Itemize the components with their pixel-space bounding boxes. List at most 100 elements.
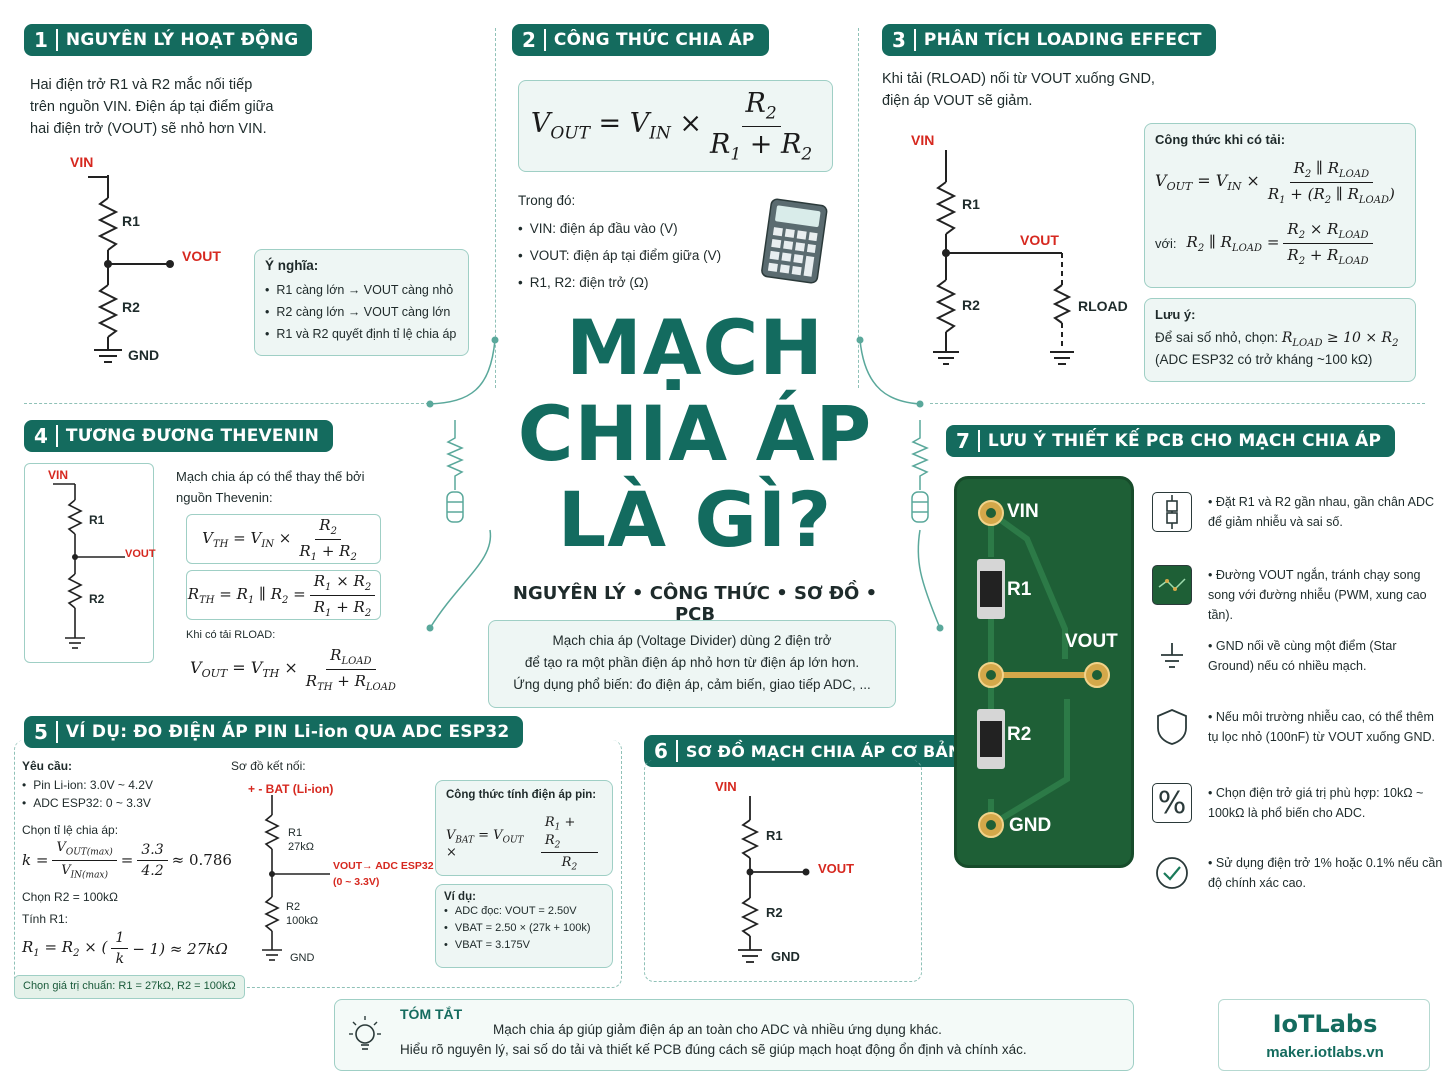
summary-title: TÓM TẮT	[400, 1006, 463, 1022]
brand-logo: IoTLabs	[1272, 1010, 1378, 1038]
tagline: NGUYÊN LÝ • CÔNG THỨC • SƠ ĐỒ • PCB	[512, 583, 878, 625]
vin-label: VIN	[48, 468, 69, 482]
divider	[24, 403, 434, 404]
intro-card: Mạch chia áp (Voltage Divider) dùng 2 đi…	[488, 620, 896, 708]
s6-frame	[644, 760, 922, 982]
resistor-pair-icon	[1152, 492, 1192, 532]
list-item: VBAT = 3.175V	[444, 937, 604, 954]
r2-label: R2	[89, 592, 105, 606]
card-title: Ý nghĩa:	[265, 258, 319, 273]
text-line: Hai điện trở R1 và R2 mắc nối tiếp	[30, 77, 253, 93]
s6-circuit-diagram	[738, 796, 810, 963]
pcb-trace-icon	[1152, 565, 1192, 605]
tip-text: Sử dụng điện trở 1% hoặc 0.1% nếu cần độ…	[1208, 853, 1444, 893]
text-line: điện áp VOUT sẽ giảm.	[882, 93, 1033, 109]
r2-label: R2	[766, 905, 783, 920]
r1-label: R1	[122, 213, 140, 229]
section-number: 1	[34, 29, 58, 51]
tip-text: GND nối về cùng một điểm (Star Ground) n…	[1208, 636, 1444, 676]
vin-label: VIN	[911, 132, 935, 148]
example-card: Ví dụ: ADC đọc: VOUT = 2.50V VBAT = 2.50…	[435, 884, 613, 968]
text-line: trên nguồn VIN. Điện áp tại điểm giữa	[30, 99, 274, 115]
s3-description: Khi tải (RLOAD) nối từ VOUT xuống GND, đ…	[882, 68, 1172, 112]
section-6-header: 6 SƠ ĐỒ MẠCH CHIA ÁP CƠ BẢN	[644, 735, 976, 767]
section-title: VÍ DỤ: ĐO ĐIỆN ÁP PIN Li-ion QUA ADC ESP…	[65, 722, 510, 742]
pcb-tip: Đặt R1 và R2 gần nhau, gần chân ADC để g…	[1152, 492, 1444, 532]
section-number: 6	[654, 740, 678, 762]
note-line: Để sai số nhỏ, chọn: RLOAD ≥ 10 × R2	[1155, 330, 1399, 349]
req-title: Yêu cầu:	[22, 759, 73, 773]
wiring-title: Sơ đồ kết nối:	[231, 759, 306, 773]
section-3-header: 3 PHÂN TÍCH LOADING EFFECT	[882, 24, 1216, 56]
section-title: NGUYÊN LÝ HOẠT ĐỘNG	[65, 30, 299, 50]
text-line: nguồn Thevenin:	[176, 490, 273, 505]
check-icon	[1152, 853, 1192, 893]
title-line: LÀ GÌ?	[557, 475, 833, 564]
vin-label: VIN	[70, 154, 94, 170]
section-number: 2	[522, 29, 546, 51]
pcb-traces	[977, 500, 1110, 838]
card-title: Công thức khi có tải:	[1155, 132, 1286, 147]
note-text: (ADC ESP32 có trở kháng ~100 kΩ)	[1155, 351, 1373, 367]
section-title: CÔNG THỨC CHIA ÁP	[553, 30, 755, 50]
list-item: VIN: điện áp đầu vào (V)	[518, 215, 721, 242]
s1-circuit-diagram	[88, 175, 174, 363]
note-text: Để sai số nhỏ, chọn:	[1155, 330, 1279, 345]
list-item: R1 càng lớn → VOUT càng nhỏ	[265, 279, 458, 301]
card-title: Công thức tính điện áp pin:	[446, 789, 597, 801]
with-label: với:	[1155, 236, 1177, 251]
card-title: Ví dụ:	[444, 891, 476, 903]
list-item: Pin Li-ion: 3.0V ~ 4.2V	[22, 776, 153, 794]
main-title: MẠCH CHIA ÁP LÀ GÌ?	[500, 305, 890, 563]
pcb-tip: Sử dụng điện trở 1% hoặc 0.1% nếu cần độ…	[1152, 853, 1444, 893]
ground-icon	[1152, 636, 1192, 676]
gnd-label: GND	[771, 949, 800, 964]
vout-label: VOUT	[125, 548, 156, 560]
summary-line: Hiểu rõ nguyên lý, sai số do tải và thiế…	[400, 1042, 1027, 1057]
s5-frame	[14, 740, 622, 988]
text-line: hai điện trở (VOUT) sẽ nhỏ hơn VIN.	[30, 121, 267, 137]
standard-values-badge: Chọn giá trị chuẩn: R1 = 27kΩ, R2 = 100k…	[14, 975, 245, 999]
title-line: CHIA ÁP	[517, 389, 873, 478]
s5-wiring-diagram	[262, 795, 330, 961]
pcb-tip: Đường VOUT ngắn, tránh chạy song song vớ…	[1152, 565, 1444, 625]
ratio-title: Chọn tỉ lệ chia áp:	[22, 823, 119, 837]
divider	[858, 28, 859, 388]
section-title: PHÂN TÍCH LOADING EFFECT	[923, 30, 1202, 50]
r2-label: R2	[122, 299, 140, 315]
pcb-tip: % Chọn điện trở giá trị phù hợp: 10kΩ ~ …	[1152, 783, 1444, 823]
list-item: R1 và R2 quyết định tỉ lệ chia áp	[265, 323, 458, 345]
r1-value: R1 27kΩ	[288, 826, 314, 854]
section-7-header: 7 LƯU Ý THIẾT KẾ PCB CHO MẠCH CHIA ÁP	[946, 425, 1396, 457]
s1-meaning-card: Ý nghĩa: R1 càng lớn → VOUT càng nhỏ R2 …	[254, 249, 469, 356]
rload-label: RLOAD	[1078, 298, 1128, 314]
text-line: Mạch chia áp (Voltage Divider) dùng 2 đi…	[552, 633, 832, 648]
adc-range: (0 ~ 3.3V)	[333, 876, 380, 888]
s4-circuit-diagram	[53, 483, 125, 649]
s4-circuit-card	[24, 463, 154, 663]
s1-description: Hai điện trở R1 và R2 mắc nối tiếp trên …	[30, 74, 320, 140]
lightbulb-icon	[349, 1016, 381, 1050]
req-list: Pin Li-ion: 3.0V ~ 4.2V ADC ESP32: 0 ~ 3…	[22, 776, 153, 812]
tip-text: Đặt R1 và R2 gần nhau, gần chân ADC để g…	[1208, 492, 1444, 532]
pcb-r1-label: R1	[1007, 579, 1032, 600]
calc-r1: Tính R1:	[22, 912, 69, 926]
r1-label: R1	[766, 828, 783, 843]
section-number: 5	[34, 721, 58, 743]
section-4-header: 4 TƯƠNG ĐƯƠNG THEVENIN	[24, 420, 334, 452]
tip-text: Chọn điện trở giá trị phù hợp: 10kΩ ~ 10…	[1208, 783, 1444, 823]
pcb-tip: GND nối về cùng một điểm (Star Ground) n…	[1152, 636, 1444, 676]
pcb-vin-label: VIN	[1007, 501, 1039, 522]
section-title: SƠ ĐỒ MẠCH CHIA ÁP CƠ BẢN	[685, 741, 962, 761]
battery-label: + - BAT (Li-ion)	[248, 782, 334, 796]
text-line: để tạo ra một phần điện áp nhỏ hơn từ đi…	[524, 655, 860, 670]
brand-url[interactable]: maker.iotlabs.vn	[1266, 1044, 1384, 1061]
pcb-vout-label: VOUT	[1065, 631, 1118, 652]
text-line: Khi tải (RLOAD) nối từ VOUT xuống GND,	[882, 71, 1155, 87]
